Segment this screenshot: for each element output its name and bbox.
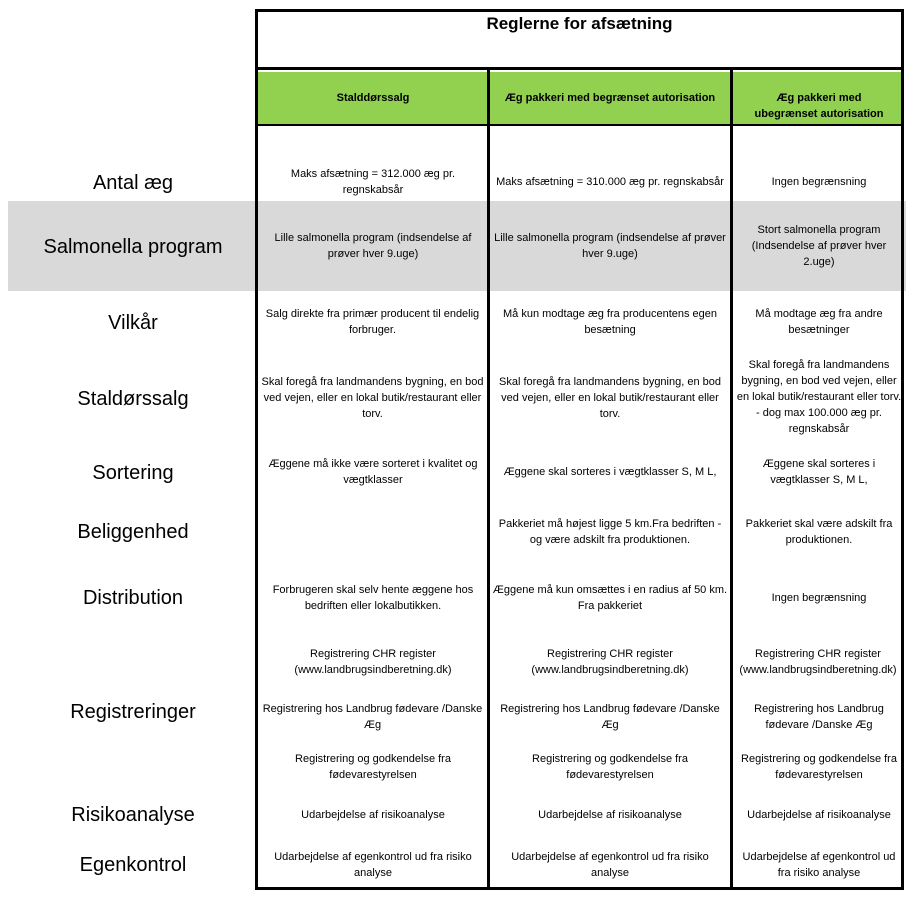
column-header-divider xyxy=(255,123,904,126)
row-label-registreringer: Registreringer xyxy=(70,701,196,723)
cell-beliggenhed-2: Pakkeriet må højest ligge 5 km.Fra bedri… xyxy=(498,518,722,546)
column-header-bg-1 xyxy=(258,72,487,124)
cell-risikoanalyse-3: Udarbejdelse af risikoanalyse xyxy=(747,809,891,821)
cell-antal-aeg-1: Maks afsætning = 312.000 æg pr. regnskab… xyxy=(290,168,456,196)
row-label-beliggenhed: Beliggenhed xyxy=(77,521,189,543)
salmonella-row-highlight xyxy=(8,201,906,291)
cell-vilkaar-3: Må modtage æg fra andre besætninger xyxy=(755,308,883,336)
cell-registrering-chr-2: Registrering CHR register (www.landbrugs… xyxy=(531,648,689,676)
cell-salmonella-2: Lille salmonella program (indsendelse af… xyxy=(494,232,726,260)
cell-registrering-fvst-3: Registrering og godkendelse fra fødevare… xyxy=(741,753,897,781)
cell-staldoerssalg-3: Skal foregå fra landmandens bygning, en … xyxy=(736,359,902,435)
cell-distribution-3: Ingen begrænsning xyxy=(771,592,867,604)
cell-registrering-fvst-2: Registrering og godkendelse fra fødevare… xyxy=(532,753,688,781)
row-label-egenkontrol: Egenkontrol xyxy=(79,854,187,876)
column-header-ubegraenset: Æg pakkeri med ubegrænset autorisation xyxy=(754,92,884,120)
column-header-stalddorssalg: Stalddørssalg xyxy=(336,92,410,104)
cell-antal-aeg-3: Ingen begrænsning xyxy=(771,176,867,188)
cell-sortering-3: Æggene skal sorteres i vægtklasser S, M … xyxy=(762,458,876,486)
column-divider xyxy=(730,69,733,890)
cell-registrering-landbrug-1: Registrering hos Landbrug fødevare /Dans… xyxy=(262,703,483,731)
row-label-distribution: Distribution xyxy=(82,587,184,609)
cell-distribution-1: Forbrugeren skal selv hente æggene hos b… xyxy=(272,584,474,612)
table-title: Reglerne for afsætning xyxy=(486,14,673,33)
cell-antal-aeg-2: Maks afsætning = 310.000 æg pr. regnskab… xyxy=(496,176,724,188)
cell-salmonella-1: Lille salmonella program (indsendelse af… xyxy=(274,232,472,260)
cell-staldoerssalg-2: Skal foregå fra landmandens bygning, en … xyxy=(499,376,721,420)
rules-table-frame xyxy=(255,9,904,890)
row-label-risikoanalyse: Risikoanalyse xyxy=(71,804,195,826)
cell-sortering-2: Æggene skal sorteres i vægtklasser S, M … xyxy=(503,466,717,478)
cell-egenkontrol-2: Udarbejdelse af egenkontrol ud fra risik… xyxy=(511,851,709,879)
row-label-vilkaar: Vilkår xyxy=(108,312,158,334)
cell-registrering-chr-1: Registrering CHR register (www.landbrugs… xyxy=(294,648,452,676)
cell-beliggenhed-3: Pakkeriet skal være adskilt fra produkti… xyxy=(745,518,893,546)
cell-vilkaar-2: Må kun modtage æg fra producentens egen … xyxy=(502,308,718,336)
cell-registrering-landbrug-2: Registrering hos Landbrug fødevare /Dans… xyxy=(500,703,720,731)
cell-registrering-fvst-1: Registrering og godkendelse fra fødevare… xyxy=(295,753,451,781)
cell-risikoanalyse-1: Udarbejdelse af risikoanalyse xyxy=(301,809,445,821)
cell-staldoerssalg-1: Skal foregå fra landmandens bygning, en … xyxy=(261,376,484,420)
cell-sortering-1: Æggene må ikke være sorteret i kvalitet … xyxy=(268,458,478,486)
column-header-begraenset: Æg pakkeri med begrænset autorisation xyxy=(504,92,716,104)
cell-registrering-chr-3: Registrering CHR register (www.landbrugs… xyxy=(739,648,897,676)
cell-registrering-landbrug-3: Registrering hos Landbrug fødevare /Dans… xyxy=(754,703,884,731)
column-header-bg-2 xyxy=(490,72,730,124)
column-header-bg-3 xyxy=(733,72,901,124)
cell-distribution-2: Æggene må kun omsættes i en radius af 50… xyxy=(492,584,728,612)
row-label-salmonella: Salmonella program xyxy=(43,236,223,258)
cell-salmonella-3: Stort salmonella program (Indsendelse af… xyxy=(751,224,887,268)
header-divider xyxy=(255,67,904,70)
column-divider xyxy=(487,69,490,890)
row-label-sortering: Sortering xyxy=(92,462,174,484)
cell-egenkontrol-1: Udarbejdelse af egenkontrol ud fra risik… xyxy=(274,851,472,879)
cell-risikoanalyse-2: Udarbejdelse af risikoanalyse xyxy=(538,809,682,821)
row-label-staldoerssalg: Staldørssalg xyxy=(77,388,189,410)
cell-egenkontrol-3: Udarbejdelse af egenkontrol ud fra risik… xyxy=(742,851,896,879)
cell-vilkaar-1: Salg direkte fra primær producent til en… xyxy=(265,308,480,336)
row-label-antal-aeg: Antal æg xyxy=(92,172,174,194)
